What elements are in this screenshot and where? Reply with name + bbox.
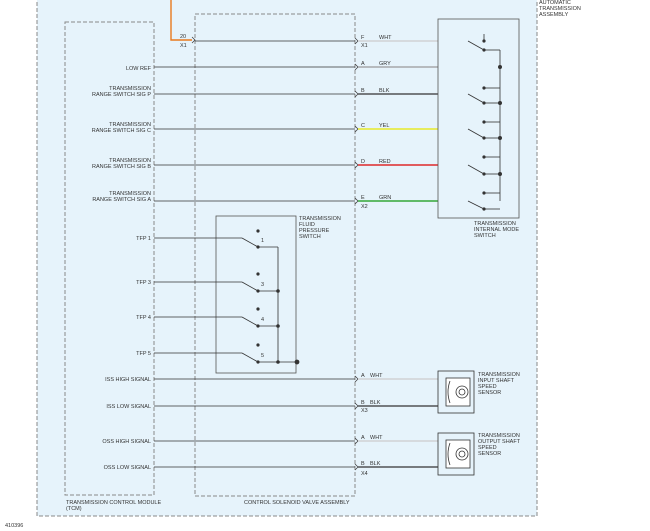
mode-switch-label-1: TRANSMISSION [474, 221, 516, 227]
input-sensor-label-4: SENSOR [478, 390, 501, 396]
iss-high-pin: A [361, 373, 365, 379]
wire-e: GRN [379, 195, 391, 201]
contact-3-label: 3 [261, 282, 264, 288]
solenoid-trunk-wires [154, 40, 355, 468]
pin-c: C [361, 123, 365, 129]
output-sensor-label-1: TRANSMISSION [478, 433, 520, 439]
tfp-5-label: TFP 5 [136, 351, 151, 357]
oss-low-pin: B [361, 461, 365, 467]
orange-lead-wire [170, 0, 192, 41]
output-sensor-label-4: SENSOR [478, 451, 501, 457]
signal-sig-c-2: RANGE SWITCH SIG C [92, 128, 151, 134]
connector-x1-top: X1 [180, 43, 187, 49]
contact-1-label: 1 [261, 238, 264, 244]
assembly-label-1: AUTOMATIC [539, 0, 571, 6]
signal-sig-a-2: RANGE SWITCH SIG A [92, 197, 151, 203]
input-sensor-label-2: INPUT SHAFT [478, 378, 515, 384]
pin-f: F [361, 35, 365, 41]
assembly-label-3: ASSEMBLY [539, 12, 569, 18]
signal-sig-b-1: TRANSMISSION [109, 158, 151, 164]
tfp-1-label: TFP 1 [136, 236, 151, 242]
connector-x2: X2 [361, 204, 368, 210]
iss-low-wire: BLK [370, 400, 381, 406]
wire-b: BLK [379, 88, 390, 94]
output-sensor-label-3: SPEED [478, 445, 497, 451]
oss-high-wire: WHT [370, 435, 383, 441]
pin-a: A [361, 61, 365, 67]
input-sensor-label-3: SPEED [478, 384, 497, 390]
iss-low-label: ISS LOW SIGNAL [106, 404, 151, 410]
connector-x4: X4 [361, 471, 368, 477]
contact-4-label: 4 [261, 317, 264, 323]
solenoid-assembly-label: CONTROL SOLENOID VALVE ASSEMBLY [244, 500, 350, 506]
wire-a: GRY [379, 61, 391, 67]
signal-sig-p-2: RANGE SWITCH SIG P [92, 92, 151, 98]
oss-low-wire: BLK [370, 461, 381, 467]
tfp-3-label: TFP 3 [136, 280, 151, 286]
pin-20-label: 20 [180, 34, 186, 40]
output-speed-sensor [437, 432, 475, 476]
tcm-label-2: (TCM) [66, 506, 82, 512]
speed-sensor-wires [358, 378, 448, 468]
pin-d: D [361, 159, 365, 165]
iss-low-pin: B [361, 400, 365, 406]
iss-high-wire: WHT [370, 373, 383, 379]
pressure-switch-label-1: TRANSMISSION [299, 216, 341, 222]
pin-b: B [361, 88, 365, 94]
mode-switch-box [437, 18, 520, 219]
mode-switch-label-2: INTERNAL MODE [474, 227, 519, 233]
input-speed-sensor [437, 370, 475, 414]
input-sensor-label-1: TRANSMISSION [478, 372, 520, 378]
signal-low-ref: LOW REF [126, 66, 152, 72]
wire-f: WHT [379, 35, 392, 41]
connector-x1-bottom: X1 [361, 43, 368, 49]
pressure-switch-label-4: SWITCH [299, 234, 321, 240]
pressure-switch-box [215, 215, 297, 374]
mode-switch-label-3: SWITCH [474, 233, 496, 239]
signal-sig-a-1: TRANSMISSION [109, 191, 151, 197]
output-sensor-label-2: OUTPUT SHAFT [478, 439, 521, 445]
pressure-switch-label-3: PRESSURE [299, 228, 330, 234]
oss-low-label: OSS LOW SIGNAL [104, 465, 151, 471]
wire-c: YEL [379, 123, 389, 129]
tcm-box [64, 21, 155, 496]
pressure-switch-contacts [154, 229, 300, 365]
wire-d: RED [379, 159, 391, 165]
signal-sig-p-1: TRANSMISSION [109, 86, 151, 92]
assembly-label-2: TRANSMISSION [539, 6, 581, 12]
tcm-label-1: TRANSMISSION CONTROL MODULE [66, 500, 161, 506]
signal-sig-b-2: RANGE SWITCH SIG B [92, 164, 151, 170]
iss-high-label: ISS HIGH SIGNAL [105, 377, 151, 383]
oss-high-pin: A [361, 435, 365, 441]
tfp-4-label: TFP 4 [136, 315, 151, 321]
connector-x3: X3 [361, 408, 368, 414]
pin-e: E [361, 195, 365, 201]
contact-5-label: 5 [261, 353, 264, 359]
mode-switch-contacts [467, 34, 502, 211]
pressure-switch-label-2: FLUID [299, 222, 315, 228]
signal-sig-c-1: TRANSMISSION [109, 122, 151, 128]
figure-id: 410396 [5, 523, 23, 529]
oss-high-label: OSS HIGH SIGNAL [102, 439, 151, 445]
